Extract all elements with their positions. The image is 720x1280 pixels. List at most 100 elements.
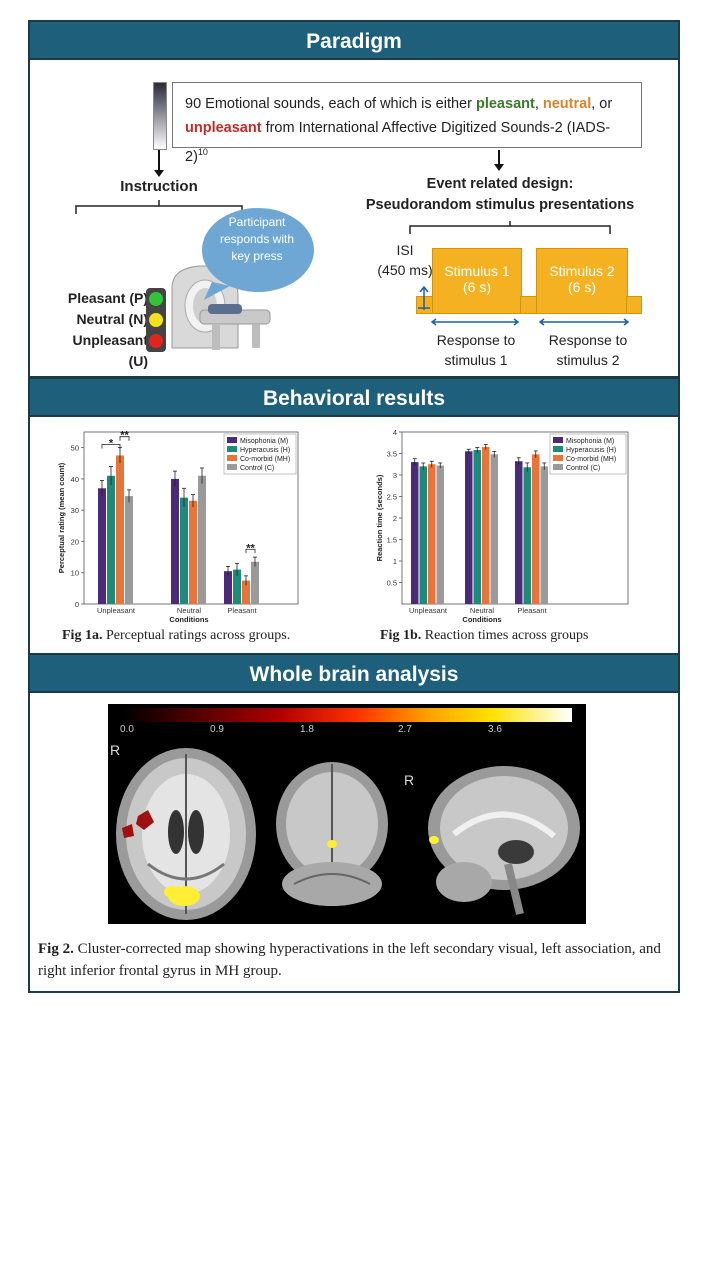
paradigm-panel	[28, 58, 680, 378]
y-tick-label: 0.5	[387, 579, 397, 588]
legend-label: Co-morbid (MH)	[566, 456, 616, 463]
bar	[251, 561, 259, 604]
stimulus-2-duration: (6 s)	[568, 279, 596, 295]
pleasant-word: pleasant	[475, 96, 535, 112]
sig-label: **	[246, 542, 255, 554]
r-label-sagittal: R	[404, 772, 415, 788]
design-bracket	[409, 221, 611, 234]
design-title: Event related design: Pseudorandom stimu…	[364, 174, 636, 216]
legend-swatch	[227, 446, 237, 452]
bar	[436, 465, 444, 604]
y-tick-label: 1.5	[387, 536, 397, 545]
x-axis-label: Conditions	[169, 615, 208, 624]
response-2-label: Response to stimulus 2	[540, 330, 636, 370]
isi-label: ISI (450 ms)	[376, 240, 434, 280]
design-arrow-head	[494, 164, 504, 171]
traffic-light	[146, 288, 166, 352]
response-2-line-1: Response to	[548, 332, 628, 348]
bar	[116, 455, 124, 604]
legend-swatch	[227, 464, 237, 470]
fig1b-caption-text: Reaction times across groups	[421, 628, 589, 643]
x-tick-label: Unpleasant	[97, 606, 136, 615]
bar	[125, 496, 133, 604]
unpleasant-word: unpleasant	[185, 120, 262, 136]
design-arrow-line	[498, 150, 500, 166]
stimulus-1-label: Stimulus 1	[444, 263, 510, 279]
legend-label: Misophonia (M)	[240, 438, 288, 445]
bar	[107, 475, 115, 604]
fig2-caption: Fig 2. Cluster-corrected map showing hyp…	[38, 938, 668, 982]
y-tick-label: 2.5	[387, 493, 397, 502]
fig1a-caption-text: Perceptual ratings across groups.	[102, 628, 291, 643]
isi-ms: (450 ms)	[377, 262, 433, 278]
x-tick-label: Pleasant	[517, 606, 547, 615]
bar	[532, 454, 540, 604]
fig2-caption-text: Cluster-corrected map showing hyperactiv…	[38, 941, 661, 979]
y-tick-label: 1	[393, 557, 397, 566]
stimulus-2-block: Stimulus 2 (6 s)	[536, 248, 628, 314]
sounds-box: 90 Emotional sounds, each of which is ei…	[172, 82, 642, 165]
design-title-line-1: Event related design:	[426, 176, 574, 192]
legend-label: Control (C)	[566, 465, 600, 472]
bar	[515, 461, 523, 604]
bar	[233, 569, 241, 604]
legend-swatch	[227, 437, 237, 443]
bar	[411, 462, 419, 604]
key-labels: Pleasant (P) Neutral (N) Unpleasant (U)	[56, 288, 148, 372]
colorbar-tick-4: 3.6	[488, 724, 502, 735]
sounds-or: , or	[591, 96, 613, 112]
sounds-text-2: from International Affective Digitized S…	[185, 120, 611, 165]
legend-label: Hyperacusis (H)	[240, 447, 290, 454]
bar	[490, 454, 498, 604]
stimulus-2-label: Stimulus 2	[549, 263, 615, 279]
y-tick-label: 50	[71, 444, 79, 453]
colorbar-tick-0: 0.0	[120, 724, 134, 735]
fig1b-caption-label: Fig 1b.	[380, 628, 422, 643]
sig-label: *	[109, 438, 114, 450]
brain-header: Whole brain analysis	[28, 653, 680, 693]
sig-bracket	[245, 548, 256, 554]
legend-swatch	[553, 464, 563, 470]
legend-label: Control (C)	[240, 465, 274, 472]
y-tick-label: 40	[71, 475, 79, 484]
response-arrows	[430, 318, 630, 326]
bar	[198, 475, 206, 604]
bar	[171, 478, 179, 604]
y-tick-label: 20	[71, 537, 79, 546]
colorbar	[122, 708, 572, 722]
bar	[428, 464, 436, 604]
neutral-word: neutral	[542, 96, 592, 112]
key-label-unpleasant: Unpleasant (U)	[72, 332, 148, 369]
bar	[473, 450, 481, 604]
sounds-superscript: 10	[197, 147, 208, 157]
bar	[482, 447, 490, 604]
isi-block-3	[626, 296, 642, 314]
speech-bubble-text: Participant responds with key press	[219, 215, 295, 263]
isi-text: ISI	[396, 242, 414, 258]
key-neutral-light	[149, 313, 163, 327]
key-pleasant-light	[149, 292, 163, 306]
coronal-slice	[276, 762, 388, 906]
y-tick-label: 30	[71, 506, 79, 515]
fig1a-caption: Fig 1a. Perceptual ratings across groups…	[62, 628, 290, 644]
colorbar-tick-2: 1.8	[300, 724, 314, 735]
bar	[465, 451, 473, 604]
key-label-neutral: Neutral (N)	[76, 311, 148, 327]
x-tick-label: Unpleasant	[409, 606, 448, 615]
y-tick-label: 3.5	[387, 450, 397, 459]
sagittal-slice	[428, 766, 580, 915]
stimulus-1-duration: (6 s)	[463, 279, 491, 295]
y-tick-label: 3	[393, 471, 397, 480]
y-axis-label: Reaction time (seconds)	[375, 474, 384, 561]
bar	[523, 467, 531, 604]
legend-swatch	[553, 437, 563, 443]
legend-swatch	[553, 446, 563, 452]
fig2-caption-label: Fig 2.	[38, 941, 74, 957]
response-1-line-1: Response to	[436, 332, 516, 348]
bar	[98, 488, 106, 604]
y-tick-label: 2	[393, 514, 397, 523]
behavioral-header: Behavioral results	[28, 377, 680, 417]
design-title-line-2: Pseudorandom stimulus presentations	[365, 197, 635, 213]
